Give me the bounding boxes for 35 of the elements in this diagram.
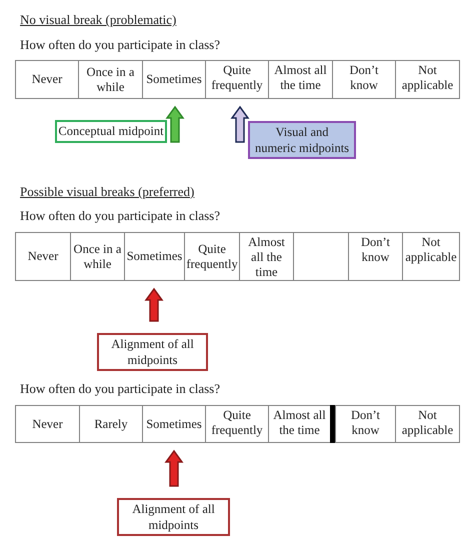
section-heading: No visual break (problematic) [20, 12, 176, 28]
block-arrow [166, 106, 184, 143]
callout-box: Conceptual midpoint [55, 120, 167, 143]
section-heading: Possible visual breaks (preferred) [20, 184, 194, 200]
scale-option-cell: Sometimes [124, 232, 185, 281]
scale-option-cell: Not applicable [395, 60, 460, 99]
scale-option-cell: Never [15, 232, 71, 281]
scale-option-cell: Not applicable [402, 232, 460, 281]
scale-option-cell: Never [15, 60, 79, 99]
question-text: How often do you participate in class? [20, 381, 220, 397]
scale-option-cell: Don’t know [348, 232, 403, 281]
scale-option-cell: Quite frequently [205, 60, 269, 99]
block-arrow [230, 106, 250, 143]
scale-option-cell: Rarely [79, 405, 143, 443]
callout-box: Alignment of all midpoints [97, 333, 208, 371]
question-text: How often do you participate in class? [20, 208, 220, 224]
block-arrow [144, 288, 164, 322]
block-arrow [164, 450, 184, 487]
scale-option-cell: Not applicable [395, 405, 460, 443]
scale-option-cell: Once in a while [78, 60, 143, 99]
callout-box: Alignment of all midpoints [117, 498, 230, 536]
scale-option-cell: Quite frequently [205, 405, 269, 443]
scale-option-cell: Almost all the time [239, 232, 294, 281]
scale-option-cell: Don’t know [332, 60, 396, 99]
scale-option-cell: Almost all the time [268, 60, 333, 99]
scale-option-cell: Don’t know [335, 405, 396, 443]
scale-option-cell: Almost all the time [268, 405, 331, 443]
scale-option-cell: Quite frequently [184, 232, 240, 281]
scale-option-cell: Never [15, 405, 80, 443]
scale-option-cell: Once in a while [70, 232, 125, 281]
scale-option-cell: Sometimes [142, 405, 206, 443]
callout-box: Visual and numeric midpoints [248, 121, 356, 159]
divider-bar [330, 405, 335, 443]
question-text: How often do you participate in class? [20, 37, 220, 53]
scale-option-cell: Sometimes [142, 60, 206, 99]
